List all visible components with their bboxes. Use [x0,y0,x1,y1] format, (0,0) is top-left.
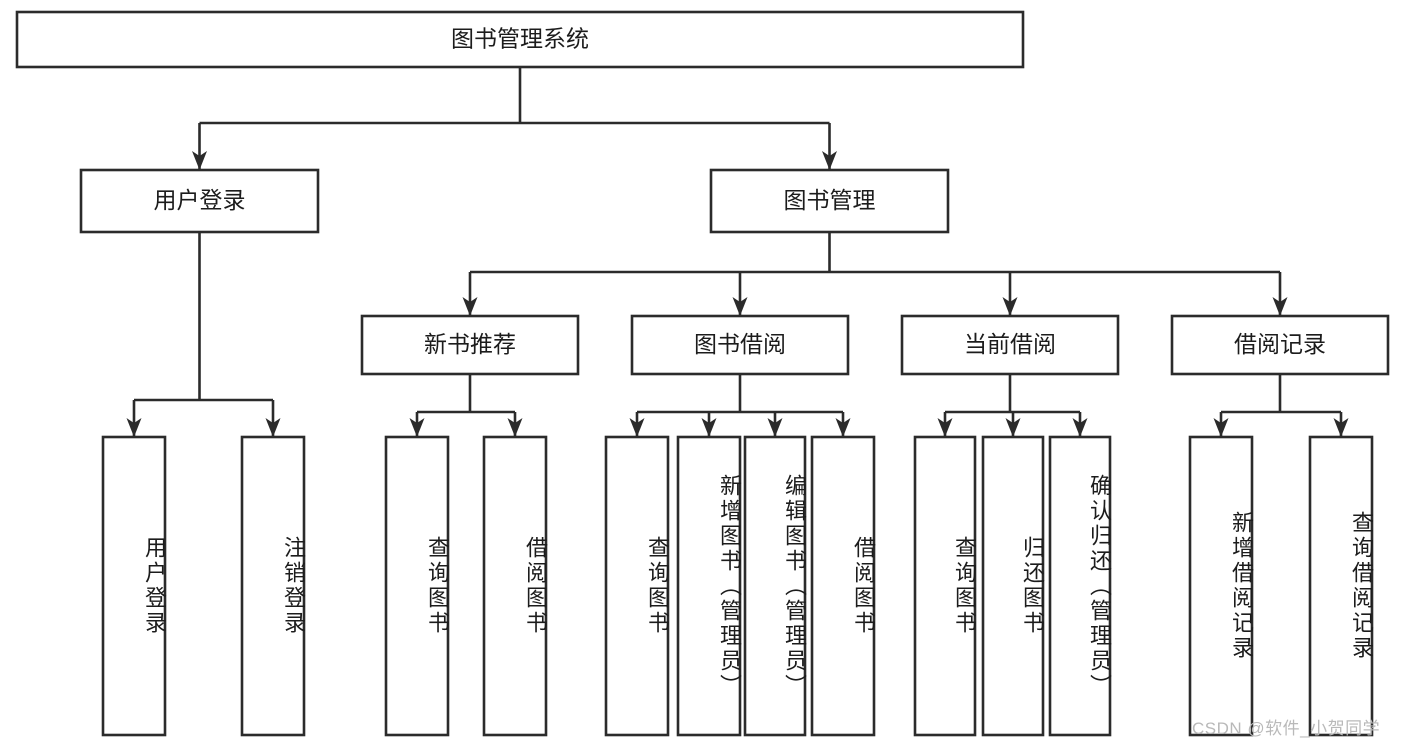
arrow-head-icon [1333,418,1349,437]
node-box-book-borrow [630,314,850,376]
arrow-head-icon [767,418,783,437]
node-box-leaf-query-book-1 [384,435,450,737]
node-box-leaf-logout [240,435,306,737]
arrow-head-icon [507,418,523,437]
connector-lines [126,67,1349,437]
node-box-leaf-confirm-return [1048,435,1112,737]
arrow-head-icon [822,151,837,170]
arrow-head-icon [835,418,851,437]
node-box-root [15,10,1025,69]
node-label-book-borrow: 图书借阅 [694,331,786,357]
node-label-user-login: 用户登录 [154,187,246,213]
node-label-borrow-record: 借阅记录 [1234,331,1326,357]
node-box-leaf-add-record [1188,435,1254,737]
node-box-borrow-record [1170,314,1390,376]
node-box-leaf-query-record [1308,435,1374,737]
arrow-head-icon [1005,418,1021,437]
csdn-watermark: CSDN @软件_小贺同学 [1192,719,1381,738]
node-box-leaf-user-login [101,435,167,737]
arrow-head-icon [1213,418,1229,437]
node-box-user-login [79,168,320,234]
arrow-head-icon [1272,297,1288,316]
node-box-leaf-add-book [676,435,742,737]
node-box-book-manage [709,168,950,234]
node-box-leaf-edit-book [743,435,807,737]
arrow-head-icon [629,418,645,437]
arrow-head-icon [126,418,142,437]
node-label-book-manage: 图书管理 [784,187,876,213]
node-box-leaf-return-book [981,435,1045,737]
arrow-head-icon [192,151,207,170]
arrow-head-icon [732,297,748,316]
node-box-new-book-rec [360,314,580,376]
arrow-head-icon [265,418,281,437]
arrow-head-icon [1002,297,1018,316]
node-label-new-book-rec: 新书推荐 [424,331,516,357]
node-box-leaf-query-book-3 [913,435,977,737]
node-box-leaf-query-book-2 [604,435,670,737]
arrow-head-icon [462,297,478,316]
arrow-head-icon [409,418,425,437]
node-box-leaf-borrow-book-2 [810,435,876,737]
node-label-current-borrow: 当前借阅 [964,331,1056,357]
node-boxes [15,10,1390,737]
node-label-root: 图书管理系统 [451,26,589,52]
arrow-head-icon [1072,418,1088,437]
node-box-leaf-borrow-book-1 [482,435,548,737]
arrow-head-icon [937,418,953,437]
arrow-head-icon [701,418,717,437]
node-box-current-borrow [900,314,1120,376]
